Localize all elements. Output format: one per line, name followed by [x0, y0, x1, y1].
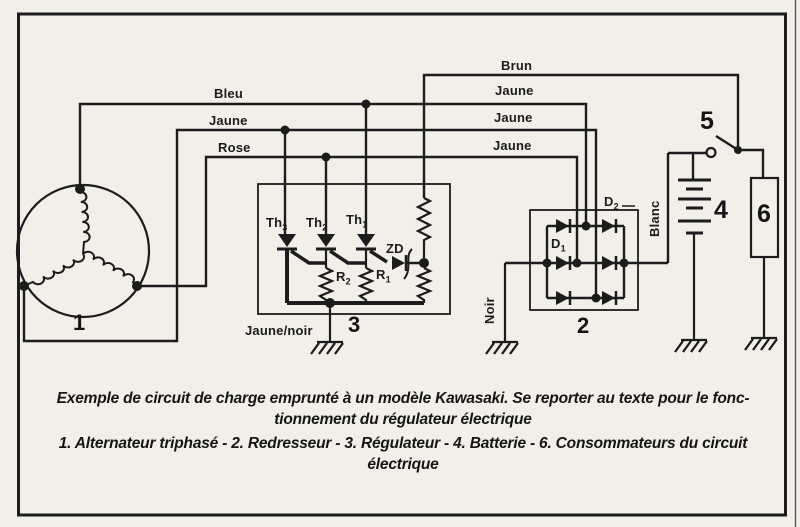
- part-number-load: 6: [757, 200, 771, 228]
- wire-label-bleu: Bleu: [214, 86, 243, 101]
- alternator-symbol: [15, 183, 151, 319]
- coil-top: [79, 191, 91, 255]
- part-number-regulator: 3: [348, 312, 361, 337]
- switch-blade: [715, 134, 739, 152]
- gate-th1: [369, 249, 388, 264]
- wire-bleu-jaune: [78, 102, 588, 226]
- rectifier-box: [503, 153, 670, 342]
- switch-symbol: [668, 134, 765, 178]
- wire-rose-jaune: [137, 155, 579, 288]
- wire-label-blanc: Blanc: [647, 200, 662, 237]
- wire-label-jaune-right-2: Jaune: [494, 110, 533, 125]
- phase-wires: [22, 73, 740, 343]
- wire-label-brun: Brun: [501, 58, 533, 73]
- label-r2: R2: [336, 269, 351, 287]
- ground-regulator: [310, 340, 344, 355]
- label-d1: D1: [551, 236, 566, 254]
- wire-label-jaune-right-3: Jaune: [493, 138, 532, 153]
- label-zd: ZD: [386, 241, 404, 256]
- ground-battery: [674, 338, 708, 353]
- wire-label-jaune-left: Jaune: [209, 113, 248, 128]
- wire-label-noir: Noir: [482, 297, 497, 324]
- wire-label-jaune-noir: Jaune/noir: [245, 323, 313, 338]
- coil-right: [82, 250, 137, 286]
- ground-load: [744, 336, 778, 351]
- resistor-r2: [317, 267, 335, 303]
- coil-left: [25, 253, 86, 286]
- regulator-box: [257, 183, 451, 342]
- part-number-battery: 4: [714, 196, 728, 224]
- caption-legend-2: électrique: [367, 456, 439, 473]
- resistor-right-bottom: [415, 267, 433, 303]
- part-number-rectifier: 2: [577, 313, 590, 338]
- wire-brun: [422, 73, 740, 198]
- wire-jaune: [22, 128, 598, 343]
- resistor-r1: [357, 267, 375, 303]
- caption-line-2: tionnement du régulateur électrique: [274, 411, 532, 428]
- gate-th3: [290, 249, 326, 265]
- label-th1: Th1: [346, 212, 368, 230]
- caption-line-1: Exemple de circuit de charge emprunté à …: [56, 390, 750, 407]
- switch-open-contact: [705, 146, 717, 159]
- caption-legend-1: 1. Alternateur triphasé - 2. Redresseur …: [58, 435, 748, 452]
- ground-symbols: [310, 336, 778, 355]
- label-r1: R1: [376, 267, 391, 285]
- battery-symbol: [678, 153, 711, 340]
- label-th3: Th3: [266, 215, 288, 233]
- zener-diode: [392, 256, 405, 270]
- part-number-alternator: 1: [73, 310, 86, 335]
- label-th2: Th2: [306, 215, 328, 233]
- ground-noir: [485, 340, 519, 355]
- gate-th2: [329, 249, 366, 265]
- wire-label-rose: Rose: [218, 140, 251, 155]
- wire-label-jaune-right-1: Jaune: [495, 83, 534, 98]
- load-symbol: [749, 176, 780, 338]
- resistor-right-top: [415, 197, 433, 258]
- label-d2: D2: [604, 194, 619, 212]
- part-number-switch: 5: [700, 107, 714, 135]
